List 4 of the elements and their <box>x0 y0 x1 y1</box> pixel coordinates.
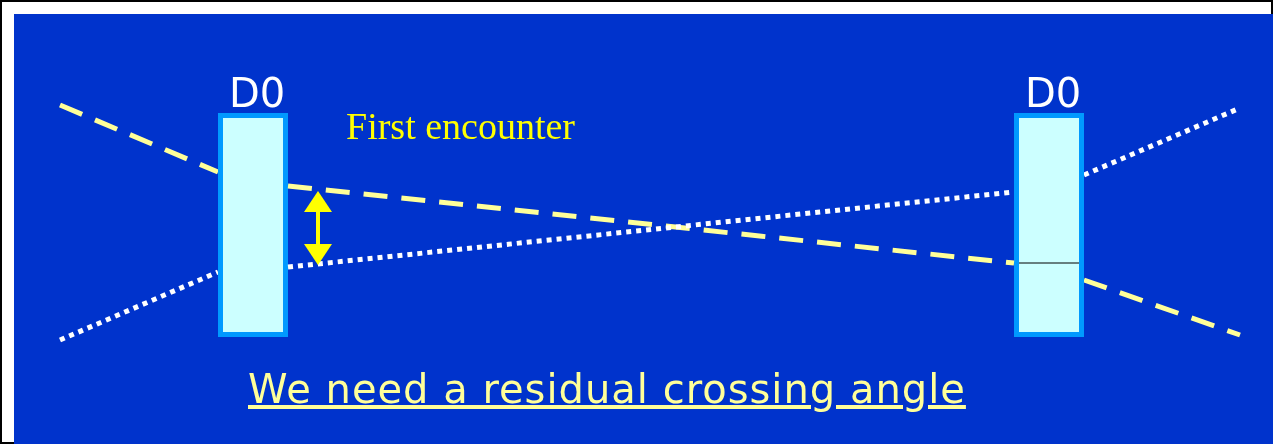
caption-text: We need a residual crossing angle <box>248 366 966 412</box>
magnet-label: D0 <box>227 70 287 116</box>
magnet-label: D0 <box>1023 70 1083 116</box>
annotation-text: First encounter <box>346 104 575 148</box>
